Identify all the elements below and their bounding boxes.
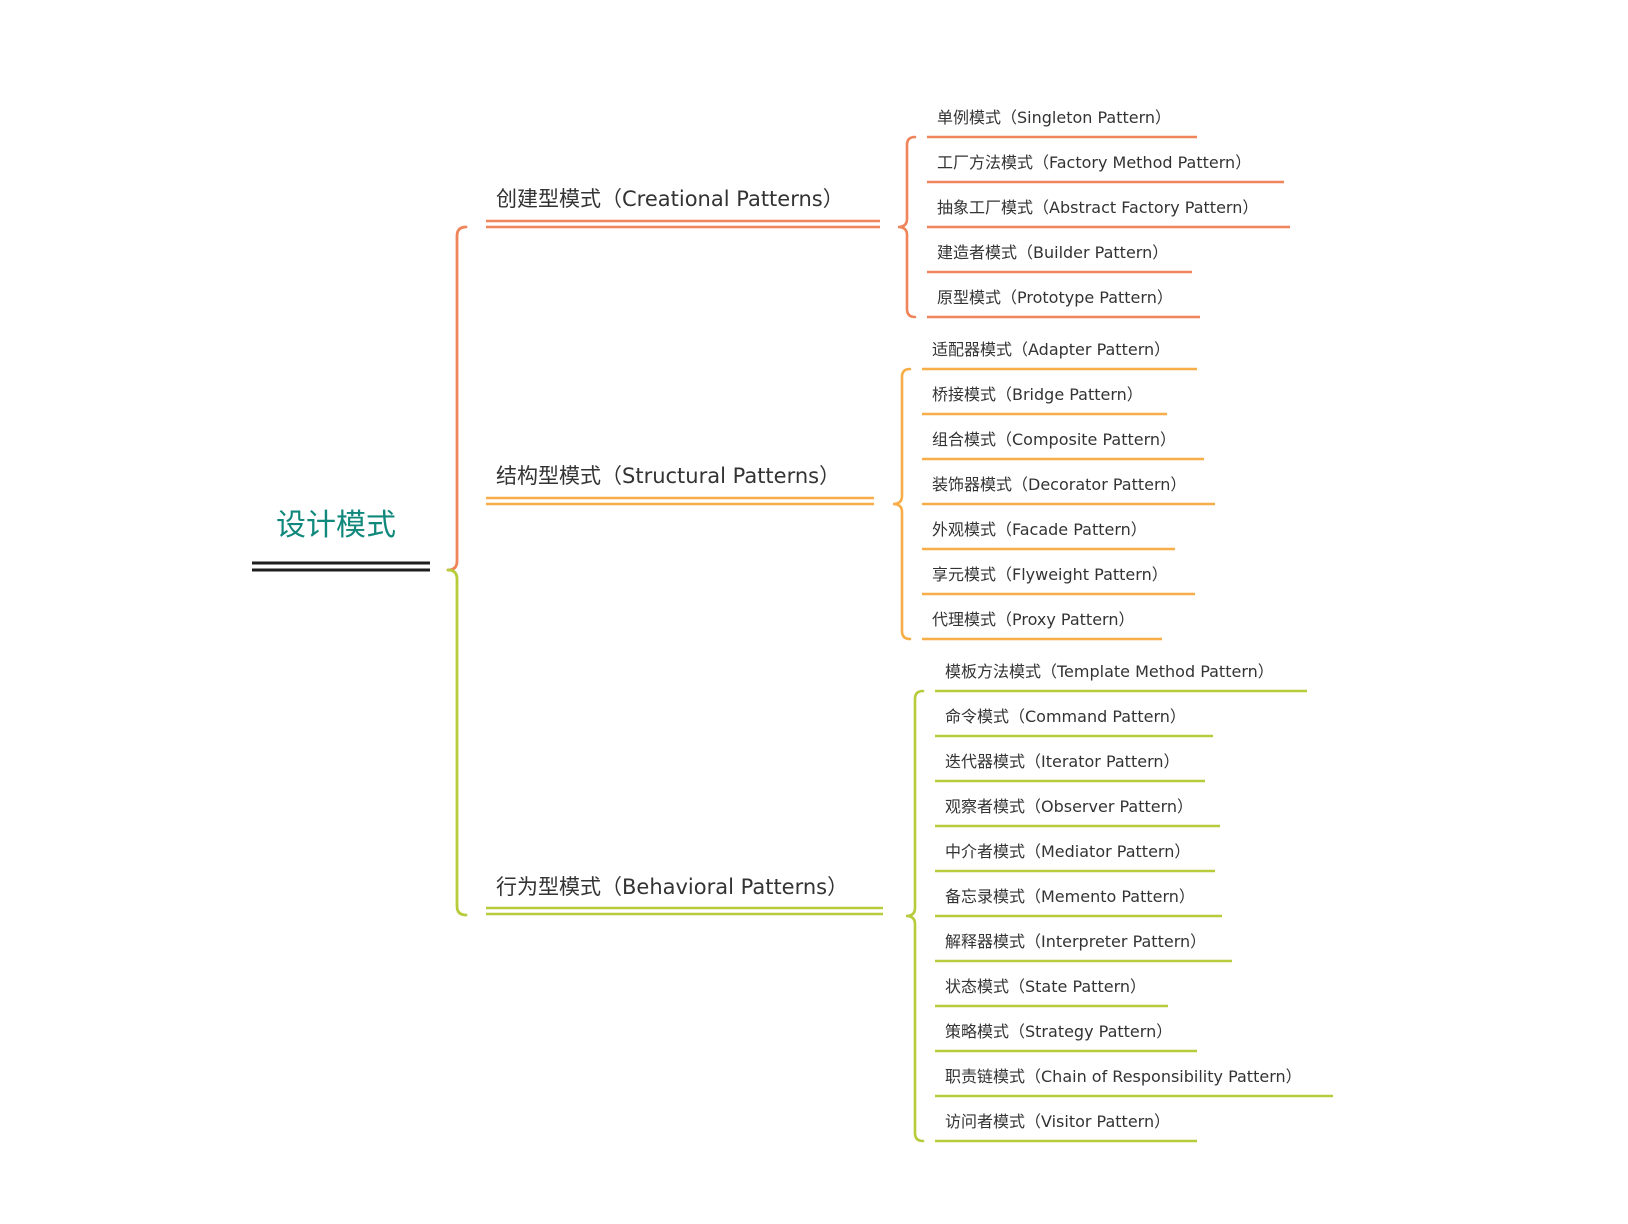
leaf-topic[interactable]: 解释器模式（Interpreter Pattern） [945, 932, 1207, 951]
leaf-topic[interactable]: 职责链模式（Chain of Responsibility Pattern） [945, 1067, 1302, 1086]
leaf-topic[interactable]: 命令模式（Command Pattern） [945, 707, 1186, 726]
leaf-topic[interactable]: 工厂方法模式（Factory Method Pattern） [937, 153, 1252, 172]
leaf-topic[interactable]: 外观模式（Facade Pattern） [932, 520, 1147, 539]
leaf-topic[interactable]: 抽象工厂模式（Abstract Factory Pattern） [937, 198, 1259, 217]
leaf-topic[interactable]: 访问者模式（Visitor Pattern） [945, 1112, 1171, 1131]
leaf-topic[interactable]: 桥接模式（Bridge Pattern） [932, 385, 1143, 404]
root-brace-lower [446, 568, 468, 917]
leaf-topic[interactable]: 原型模式（Prototype Pattern） [937, 288, 1173, 307]
root-topic[interactable]: 设计模式 [276, 508, 396, 543]
leaf-topic[interactable]: 观察者模式（Observer Pattern） [945, 797, 1194, 816]
leaf-topic[interactable]: 备忘录模式（Memento Pattern） [945, 887, 1195, 906]
leaf-topic[interactable]: 模板方法模式（Template Method Pattern） [945, 662, 1274, 681]
branch-structural[interactable]: 结构型模式（Structural Patterns） [496, 464, 841, 488]
brace-structural [892, 367, 912, 641]
leaf-topic[interactable]: 状态模式（State Pattern） [945, 977, 1147, 996]
leaf-topic[interactable]: 适配器模式（Adapter Pattern） [932, 340, 1171, 359]
leaf-topic[interactable]: 建造者模式（Builder Pattern） [937, 243, 1169, 262]
leaf-topic[interactable]: 单例模式（Singleton Pattern） [937, 108, 1172, 127]
leaf-topic[interactable]: 享元模式（Flyweight Pattern） [932, 565, 1168, 584]
branch-creational[interactable]: 创建型模式（Creational Patterns） [496, 187, 844, 211]
leaf-topic[interactable]: 装饰器模式（Decorator Pattern） [932, 475, 1187, 494]
leaf-topic[interactable]: 中介者模式（Mediator Pattern） [945, 842, 1191, 861]
branch-behavioral[interactable]: 行为型模式（Behavioral Patterns） [496, 875, 849, 899]
brace-behavioral [905, 689, 925, 1143]
leaf-topic[interactable]: 代理模式（Proxy Pattern） [932, 610, 1135, 629]
leaf-topic[interactable]: 迭代器模式（Iterator Pattern） [945, 752, 1180, 771]
brace-creational [897, 135, 917, 319]
root-brace-upper [446, 225, 468, 572]
leaf-topic[interactable]: 策略模式（Strategy Pattern） [945, 1022, 1173, 1041]
leaf-topic[interactable]: 组合模式（Composite Pattern） [932, 430, 1177, 449]
